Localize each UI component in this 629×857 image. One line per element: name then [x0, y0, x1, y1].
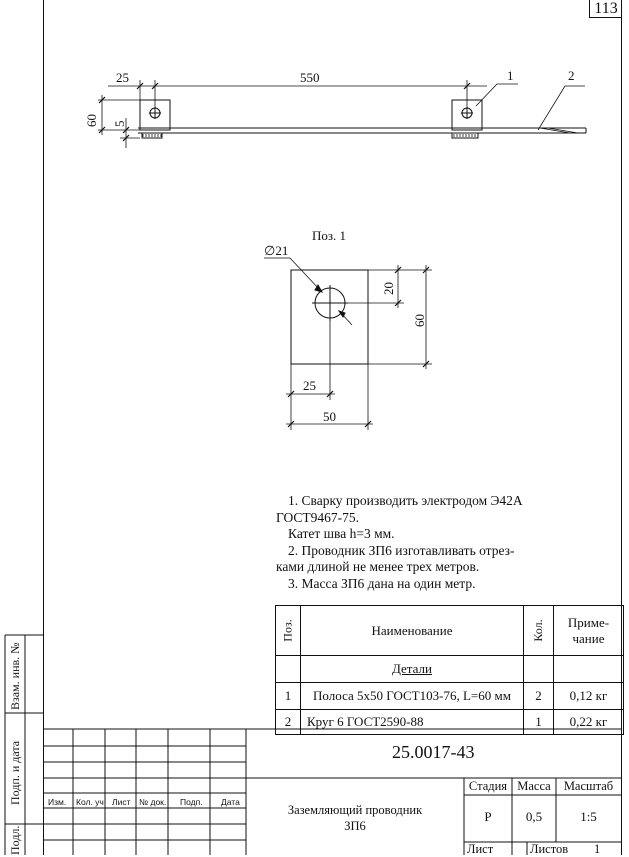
- drawing-area: [98, 80, 587, 430]
- stage-value: Р: [484, 809, 492, 824]
- dim-20: 20: [381, 282, 396, 295]
- callout-2: 2: [568, 68, 575, 83]
- scale-value: 1:5: [580, 809, 597, 824]
- frame-left-line: [43, 0, 44, 855]
- callout-1: 1: [507, 68, 514, 83]
- dim-50: 50: [323, 409, 336, 424]
- scale-label: Масштаб: [563, 779, 614, 793]
- title-block-grid: [4, 634, 621, 855]
- tb-col-list: Лист: [112, 797, 131, 807]
- table-row: 1 Полоса 5х50 ГОСТ103-76, L=60 мм 2 0,12…: [275, 682, 624, 710]
- stage-label: Стадия: [468, 779, 508, 793]
- sheet-number: 113: [589, 0, 622, 18]
- tb-col-sign: Подп.: [180, 797, 203, 807]
- note-line: 3. Масса ЗП6 дана на один метр.: [288, 575, 476, 591]
- detail-title: Поз. 1: [312, 228, 347, 243]
- table-row: 2 Круг 6 ГОСТ2590-88 1 0,22 кг: [275, 709, 624, 735]
- side-stamp-orig: Подл.: [8, 825, 22, 855]
- dim-25-detail: 25: [303, 378, 316, 393]
- drawing-title: Заземляющий проводник ЗП6: [287, 803, 423, 833]
- note-line: 1. Сварку производить электродом Э42А: [288, 493, 523, 508]
- dim-550: 550: [300, 70, 320, 85]
- sheet-label: Лист: [467, 842, 494, 856]
- spec-table: Поз. Наименование Кол. Приме- чание Дета…: [275, 605, 624, 735]
- note-line: Катет шва h=3 мм.: [288, 526, 395, 541]
- side-stamp-inv: Взам. инв. №: [8, 642, 22, 710]
- mass-value: 0,5: [525, 809, 543, 824]
- dim-60-left: 60: [84, 114, 99, 127]
- sheets-label: Листов: [530, 842, 569, 856]
- spec-header-note: Приме- чание: [553, 605, 624, 656]
- tb-col-doc: № док.: [139, 797, 167, 807]
- tb-col-izm: Изм.: [48, 797, 67, 807]
- tb-col-date: Дата: [221, 797, 240, 807]
- note-line: ками длиной не менее трех метров.: [276, 559, 480, 574]
- dim-25-top: 25: [116, 70, 129, 85]
- detail-plate: [290, 269, 369, 365]
- mass-label: Масса: [517, 779, 551, 793]
- doc-number: 25.0017-43: [392, 742, 475, 762]
- note-line: ГОСТ9467-75.: [276, 509, 360, 525]
- spec-section-details: Детали: [300, 655, 524, 683]
- technical-notes: 1. Сварку производить электродом Э42А ГО…: [276, 493, 576, 592]
- spec-header-qty: Кол.: [523, 605, 554, 656]
- note-line: 2. Проводник ЗП6 изготавливать отрез-: [288, 542, 515, 558]
- dim-diameter: ∅21: [264, 243, 289, 258]
- dim-5-left: 5: [112, 120, 127, 128]
- frame-right-line: [621, 0, 622, 855]
- sheets-value: 1: [594, 842, 601, 856]
- dim-60-detail: 60: [412, 314, 427, 327]
- tb-col-kol-uch: Кол. уч.: [76, 797, 107, 807]
- side-stamp-sign-date: Подп. и дата: [8, 740, 22, 805]
